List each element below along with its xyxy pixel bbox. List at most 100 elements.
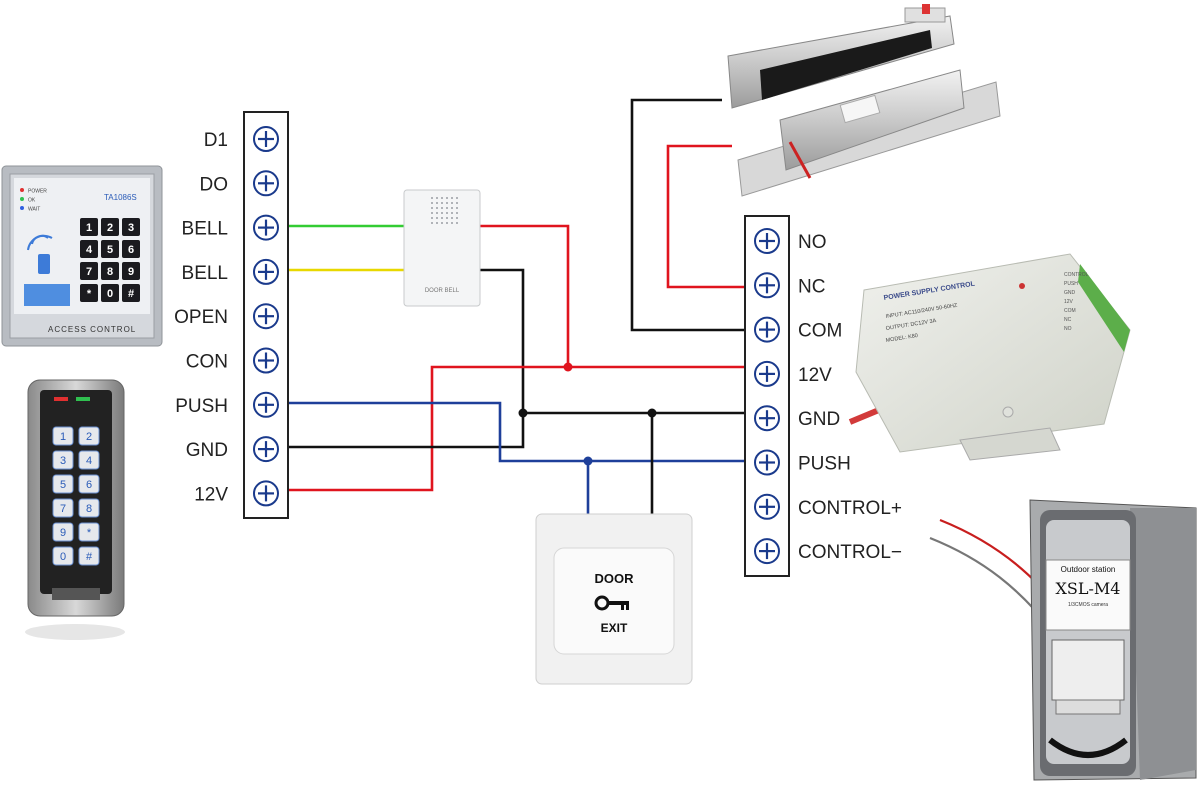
keypad-key: 1 — [80, 218, 98, 236]
terminal-screw — [754, 493, 780, 520]
terminal-screw — [253, 480, 279, 507]
magnetic-lock — [727, 4, 955, 109]
wire-lock-black — [630, 98, 760, 332]
svg-text:7: 7 — [60, 503, 66, 515]
station-sub: 1/3CMOS camera — [1068, 602, 1108, 608]
metal-keypad-key: 9 — [52, 522, 74, 542]
svg-text:2: 2 — [86, 431, 92, 443]
svg-text:5: 5 — [107, 244, 113, 256]
psu-side-label: NC — [1064, 317, 1072, 323]
terminal-screw — [253, 126, 279, 152]
keypad-key: 0 — [101, 284, 119, 302]
metal-keypad-key: 6 — [78, 474, 100, 494]
metal-keypad-key: 2 — [78, 426, 100, 446]
keypad-key: 5 — [101, 240, 119, 258]
terminal-screw — [253, 170, 279, 197]
exit-line1: DOOR — [595, 571, 635, 586]
metal-keypad-key: 7 — [52, 498, 74, 518]
svg-text:5: 5 — [60, 479, 66, 491]
wire-bell-black — [480, 268, 760, 415]
svg-text:3: 3 — [60, 455, 66, 467]
svg-text:6: 6 — [86, 479, 92, 491]
terminal-screw — [253, 258, 279, 285]
terminal-screw — [754, 405, 780, 432]
psu-side-label: COM — [1064, 308, 1076, 314]
terminal-screw — [253, 391, 279, 418]
psu-side-label: PUSH — [1064, 281, 1078, 287]
metal-keypad: 1 2 3 4 5 6 7 89 * 0 # — [25, 379, 125, 640]
keypad-key: 2 — [101, 218, 119, 236]
psu-side-label: CONTROL — [1064, 272, 1089, 278]
left-terminal-label: DO — [200, 174, 229, 195]
psu-side-label: GND — [1064, 290, 1076, 296]
svg-text:4: 4 — [86, 455, 92, 467]
keypad-key: # — [122, 284, 140, 302]
left-terminal-label: BELL — [182, 219, 228, 240]
right-terminal-label: 12V — [798, 365, 832, 386]
left-terminal-label: BELL — [182, 263, 228, 284]
terminal-screw — [754, 538, 780, 565]
svg-text:0: 0 — [60, 551, 66, 563]
doorbell-panel — [24, 284, 70, 306]
junction-black-1 — [518, 408, 528, 418]
metal-keypad-key: 8 — [78, 498, 100, 518]
svg-text:1: 1 — [86, 222, 92, 234]
keypad-key: 9 — [122, 262, 140, 280]
psu-spec-line: MODEL: K80 — [885, 333, 918, 344]
left-terminal-label: D1 — [204, 130, 228, 151]
right-terminal-label: CONTROL− — [798, 542, 902, 563]
status-led-label: WAIT — [28, 207, 40, 213]
svg-text:#: # — [86, 551, 93, 563]
right-terminal-label: NC — [798, 276, 825, 297]
junction-red — [563, 362, 573, 372]
left-terminal-label: OPEN — [174, 307, 228, 328]
keypad-key: 6 — [122, 240, 140, 258]
svg-text:*: * — [87, 527, 92, 539]
outdoor-station: Outdoor station XSL-M4 1/3CMOS camera — [1029, 499, 1197, 781]
station-model: XSL-M4 — [1056, 579, 1121, 598]
terminal-screw — [253, 303, 279, 330]
right-terminal-label: COM — [798, 321, 842, 342]
terminal-screw — [754, 272, 780, 299]
svg-text:8: 8 — [86, 503, 92, 515]
terminal-screw — [253, 436, 279, 463]
junction-black-2 — [647, 408, 657, 418]
svg-text:6: 6 — [128, 244, 134, 256]
wire-gnd-black — [284, 413, 525, 449]
left-terminal-label: 12V — [194, 484, 228, 505]
junction-blue — [583, 456, 593, 466]
keypad-key: 3 — [122, 218, 140, 236]
power-supply: POWER SUPPLY CONTROL INPUT: AC110/240V 5… — [855, 253, 1131, 461]
wire-bell-red — [480, 224, 760, 369]
svg-text:7: 7 — [86, 266, 92, 278]
svg-text:#: # — [128, 288, 134, 300]
electric-bolt-lock — [737, 69, 1001, 197]
keypad-key: 4 — [80, 240, 98, 258]
wires — [284, 98, 1061, 631]
exit-line2: EXIT — [601, 621, 628, 635]
right-terminal-label: CONTROL+ — [798, 498, 902, 519]
metal-keypad-key: * — [78, 522, 100, 542]
metal-keypad-key: 5 — [52, 474, 74, 494]
left-terminal-label: GND — [186, 440, 228, 461]
rfid-icon — [27, 234, 53, 274]
right-terminal-label: PUSH — [798, 454, 851, 475]
door-exit-button: DOOR EXIT — [535, 513, 693, 685]
svg-text:2: 2 — [107, 222, 113, 234]
left-terminal-label: CON — [186, 352, 228, 373]
metal-keypad-key: 4 — [78, 450, 100, 470]
right-terminal-label: NO — [798, 232, 827, 253]
bell-label: DOOR BELL — [425, 288, 460, 294]
status-led-label: OK — [28, 198, 36, 204]
metal-keypad-key: # — [78, 546, 100, 566]
door-bell: DOOR BELL — [403, 189, 481, 307]
svg-text:9: 9 — [128, 266, 134, 278]
svg-text:1: 1 — [60, 431, 66, 443]
terminal-screw — [253, 347, 279, 374]
keypad-footer: ACCESS CONTROL — [48, 325, 136, 334]
terminal-screw — [754, 360, 780, 387]
